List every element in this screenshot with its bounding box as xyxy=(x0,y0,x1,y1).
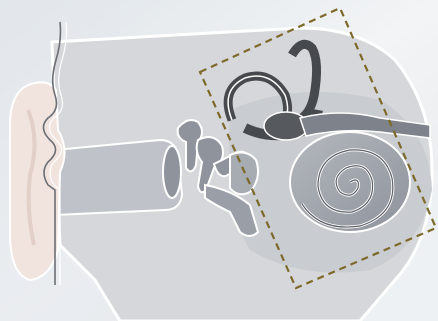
skin-outline-inner xyxy=(48,21,68,285)
outer-ear xyxy=(9,81,66,282)
auditory-nerve xyxy=(299,112,431,139)
vestibule xyxy=(263,111,309,141)
outer-ear-fold xyxy=(26,109,37,246)
eustachian-tube xyxy=(204,183,260,237)
inner-ear-highlight-box xyxy=(198,6,438,290)
eardrum xyxy=(162,145,182,199)
malleus xyxy=(176,119,203,173)
cochlea xyxy=(289,131,411,233)
ear-canal xyxy=(54,138,184,217)
skin-outline xyxy=(42,21,62,285)
